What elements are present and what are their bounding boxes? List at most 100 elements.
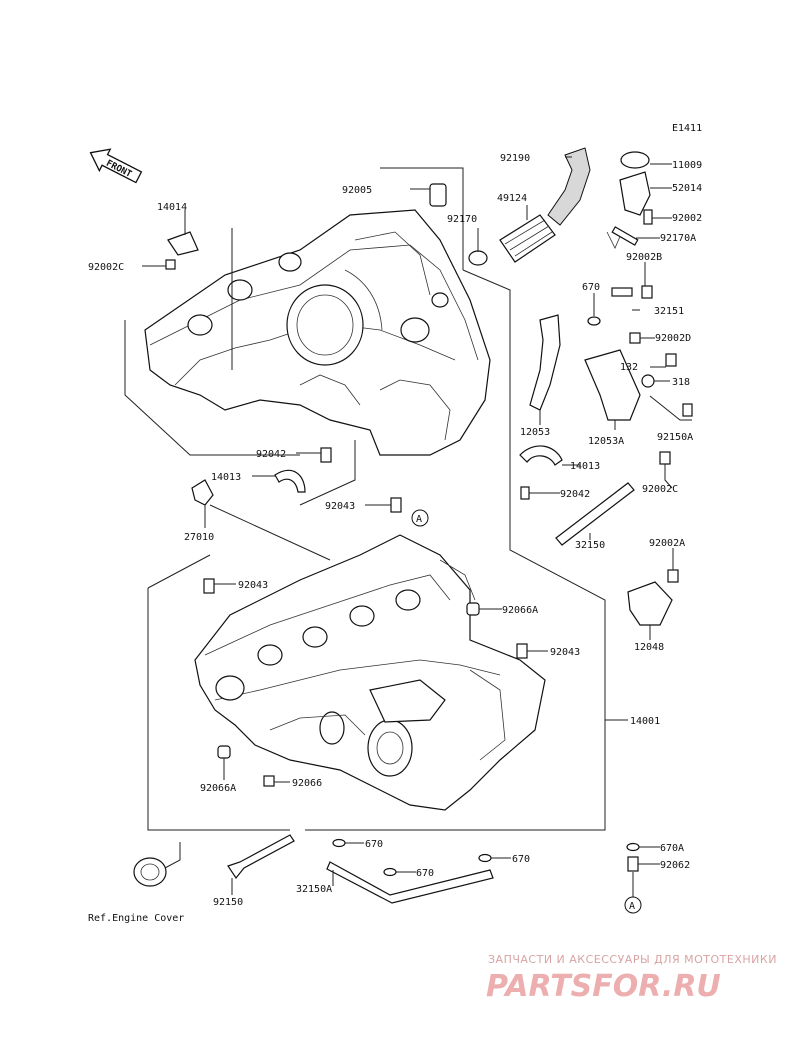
front-arrow-icon: FRONT [89,148,143,184]
bracket-12048 [627,581,673,626]
bolt-92150A [682,403,693,417]
lower-crankcase [194,534,546,811]
callout-32150: 32150 [575,540,605,551]
bolt-92002C [659,451,671,465]
callout-92170: 92170 [447,214,477,225]
o-ring-670 [383,867,397,877]
bolt-92002 [643,209,653,225]
callout-92066: 92066 [292,778,322,789]
svg-text:A: A [629,901,635,912]
callout-92002C: 92002C [642,484,678,495]
dowel-92043 [203,578,215,594]
callout-labels: 92190 11009 52014 49124 92005 14014 9217… [88,153,702,908]
callout-92043: 92043 [238,580,268,591]
cover-14014 [167,231,199,256]
callout-49124: 49124 [497,193,527,204]
dowel-92042 [520,486,530,500]
guide-12053A [584,349,641,421]
bolt-92150 [227,834,295,880]
breather-fitting-52014 [619,171,651,216]
callout-92002C: 92002C [88,262,124,273]
bracket-line [209,504,331,561]
callout-52014: 52014 [672,183,702,194]
callout-12048: 12048 [634,642,664,653]
bracket-line [305,269,606,831]
washer-318 [641,374,655,388]
diagram-code: E1411 [672,123,702,134]
callout-27010: 27010 [184,532,214,543]
callout-32151: 32151 [654,306,684,317]
gasket-11009 [620,151,650,169]
callout-92042: 92042 [256,449,286,460]
guide-12053 [529,314,561,411]
dowel-92043 [516,643,528,659]
o-ring-670 [478,853,492,863]
callout-92066A: 92066A [502,605,538,616]
cap-14013 [519,445,563,466]
callout-92043: 92043 [325,501,355,512]
breather-spring-hose [499,214,556,263]
bracket-32151 [611,287,633,297]
callout-92002A: 92002A [649,538,685,549]
callout-92190: 92190 [500,153,530,164]
clip-92170A [606,231,623,249]
bolt-132 [665,353,677,367]
o-ring-670A [626,842,640,852]
watermark-tagline: ЗАПЧАСТИ И АКСЕССУАРЫ ДЛЯ МОТОТЕХНИКИ [488,953,777,966]
watermark-logo: PARTSFOR.RU [486,969,721,1004]
plug-92066A [217,745,231,759]
oil-pipe-32150A [326,861,494,904]
seal-ref-engine-cover [133,857,167,887]
marker-a-lower: A [624,896,642,914]
callout-92002B: 92002B [626,252,662,263]
callout-11009: 11009 [672,160,702,171]
callout-92002D: 92002D [655,333,691,344]
bolt-92002B [641,285,653,299]
bolt-92002A [667,569,679,583]
switch-27010 [191,479,214,506]
clamp-92170 [468,250,488,266]
callout-670: 670 [512,854,530,865]
dowel-92066 [263,775,275,787]
callout-92005: 92005 [342,185,372,196]
o-ring-670 [587,316,601,326]
dowel-92042 [320,447,332,463]
bracket-line [147,588,290,831]
callout-92150: 92150 [213,897,243,908]
callout-670: 670 [582,282,600,293]
plug-92066A [466,602,480,616]
callout-92062: 92062 [660,860,690,871]
callout-92170A: 92170A [660,233,696,244]
callout-132: 132 [620,362,638,373]
bracket-line [124,320,300,456]
bracket-line [147,554,211,589]
dowel-92062 [627,856,639,872]
bracket-line [299,440,356,506]
callout-670: 670 [416,868,434,879]
callout-92150A: 92150A [657,432,693,443]
callout-670A: 670A [660,843,684,854]
bolt-92002C [165,259,176,270]
o-ring-670 [332,838,346,848]
callout-318: 318 [672,377,690,388]
ref-engine-cover-note: Ref.Engine Cover [88,913,184,924]
bracket-line [380,167,464,270]
breather-hose [547,147,591,226]
callout-670: 670 [365,839,383,850]
callout-12053: 12053 [520,427,550,438]
callout-12053A: 12053A [588,436,624,447]
callout-92042: 92042 [560,489,590,500]
marker-a-upper: A [411,509,429,527]
leader-lines [142,156,692,895]
callout-14001: 14001 [630,716,660,727]
svg-text:A: A [416,514,422,525]
callout-92066A: 92066A [200,783,236,794]
callout-32150A: 32150A [296,884,332,895]
callout-14014: 14014 [157,202,187,213]
oil-pipe-32150 [555,482,635,546]
plug-92005 [429,183,447,207]
pin-92170A [611,226,639,246]
bolt-92002D [629,332,641,344]
cap-14013 [274,469,306,493]
